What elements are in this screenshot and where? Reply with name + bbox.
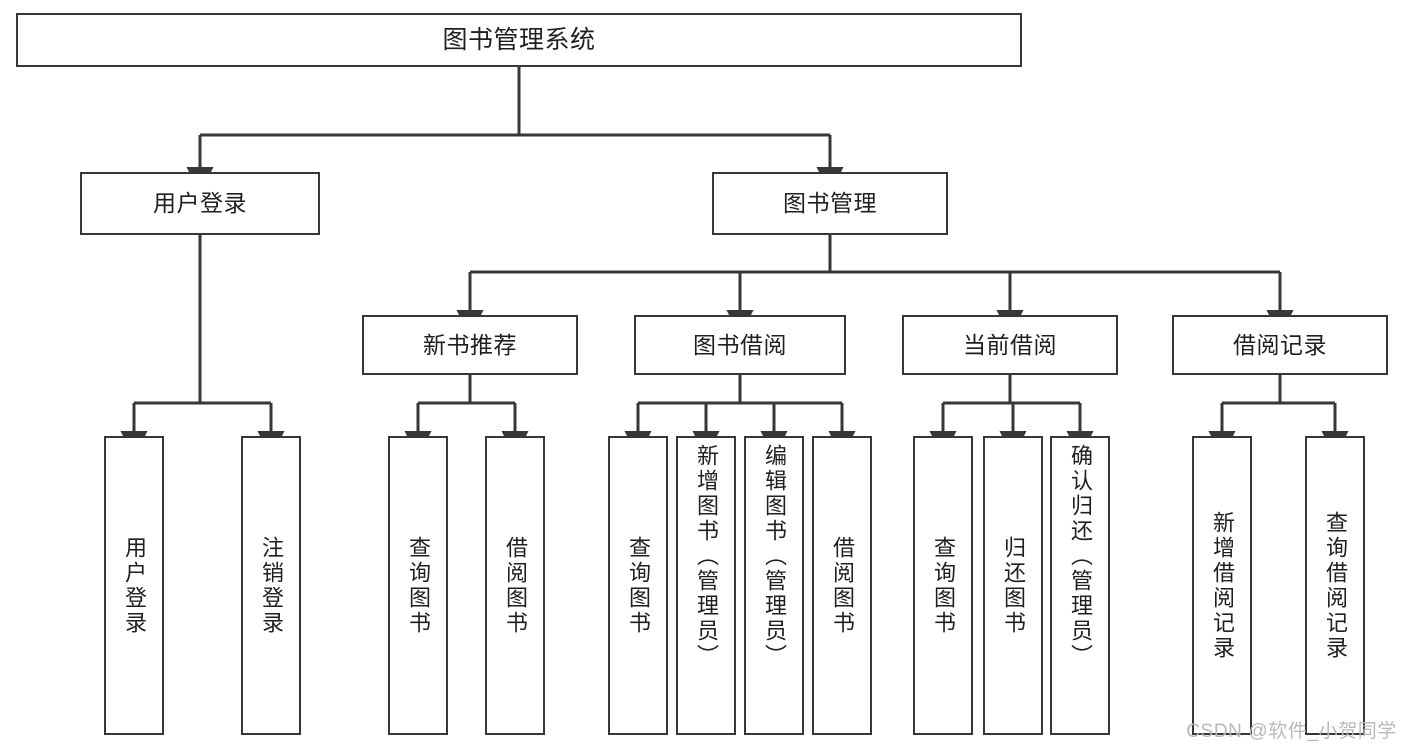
node-label: 用户登录 — [153, 190, 247, 217]
level3-node-2[interactable]: 当前借阅 — [902, 315, 1118, 375]
node-label: 编辑图书（管理员） — [762, 444, 787, 669]
root-node[interactable]: 图书管理系统 — [16, 13, 1022, 67]
node-label: 查询图书 — [626, 535, 651, 636]
leaf-node-9[interactable]: 归还图书 — [983, 436, 1043, 735]
leaf-node-5[interactable]: 新增图书（管理员） — [676, 436, 736, 735]
leaf-node-8[interactable]: 查询图书 — [913, 436, 973, 735]
level3-node-0[interactable]: 新书推荐 — [362, 315, 578, 375]
level2-node-0[interactable]: 用户登录 — [80, 172, 320, 235]
node-label: 新增借阅记录 — [1210, 510, 1235, 661]
node-label: 查询图书 — [406, 535, 431, 636]
node-label: 新书推荐 — [423, 331, 517, 358]
leaf-node-10[interactable]: 确认归还（管理员） — [1050, 436, 1110, 735]
leaf-node-4[interactable]: 查询图书 — [608, 436, 668, 735]
node-label: 归还图书 — [1001, 535, 1026, 636]
node-label: 新增图书（管理员） — [694, 444, 719, 669]
node-label: 确认归还（管理员） — [1068, 444, 1093, 669]
node-label: 图书管理 — [783, 190, 877, 217]
node-label: 查询图书 — [931, 535, 956, 636]
leaf-node-6[interactable]: 编辑图书（管理员） — [744, 436, 804, 735]
leaf-node-3[interactable]: 借阅图书 — [485, 436, 545, 735]
node-label: 图书借阅 — [693, 331, 787, 358]
node-label: 借阅图书 — [503, 535, 528, 636]
level3-node-3[interactable]: 借阅记录 — [1172, 315, 1388, 375]
leaf-node-12[interactable]: 查询借阅记录 — [1305, 436, 1365, 735]
node-label: 用户登录 — [122, 535, 147, 636]
node-label: 查询借阅记录 — [1323, 510, 1348, 661]
node-label: 图书管理系统 — [442, 25, 596, 54]
node-label: 注销登录 — [259, 535, 284, 636]
leaf-node-1[interactable]: 注销登录 — [241, 436, 301, 735]
leaf-node-0[interactable]: 用户登录 — [104, 436, 164, 735]
leaf-node-7[interactable]: 借阅图书 — [812, 436, 872, 735]
leaf-node-2[interactable]: 查询图书 — [388, 436, 448, 735]
csdn-watermark: CSDN @软件_小贺同学 — [1186, 721, 1397, 742]
level2-node-1[interactable]: 图书管理 — [712, 172, 948, 235]
node-label: 当前借阅 — [963, 331, 1057, 358]
node-label: 借阅图书 — [830, 535, 855, 636]
leaf-node-11[interactable]: 新增借阅记录 — [1192, 436, 1252, 735]
node-label: 借阅记录 — [1233, 331, 1327, 358]
level3-node-1[interactable]: 图书借阅 — [634, 315, 846, 375]
